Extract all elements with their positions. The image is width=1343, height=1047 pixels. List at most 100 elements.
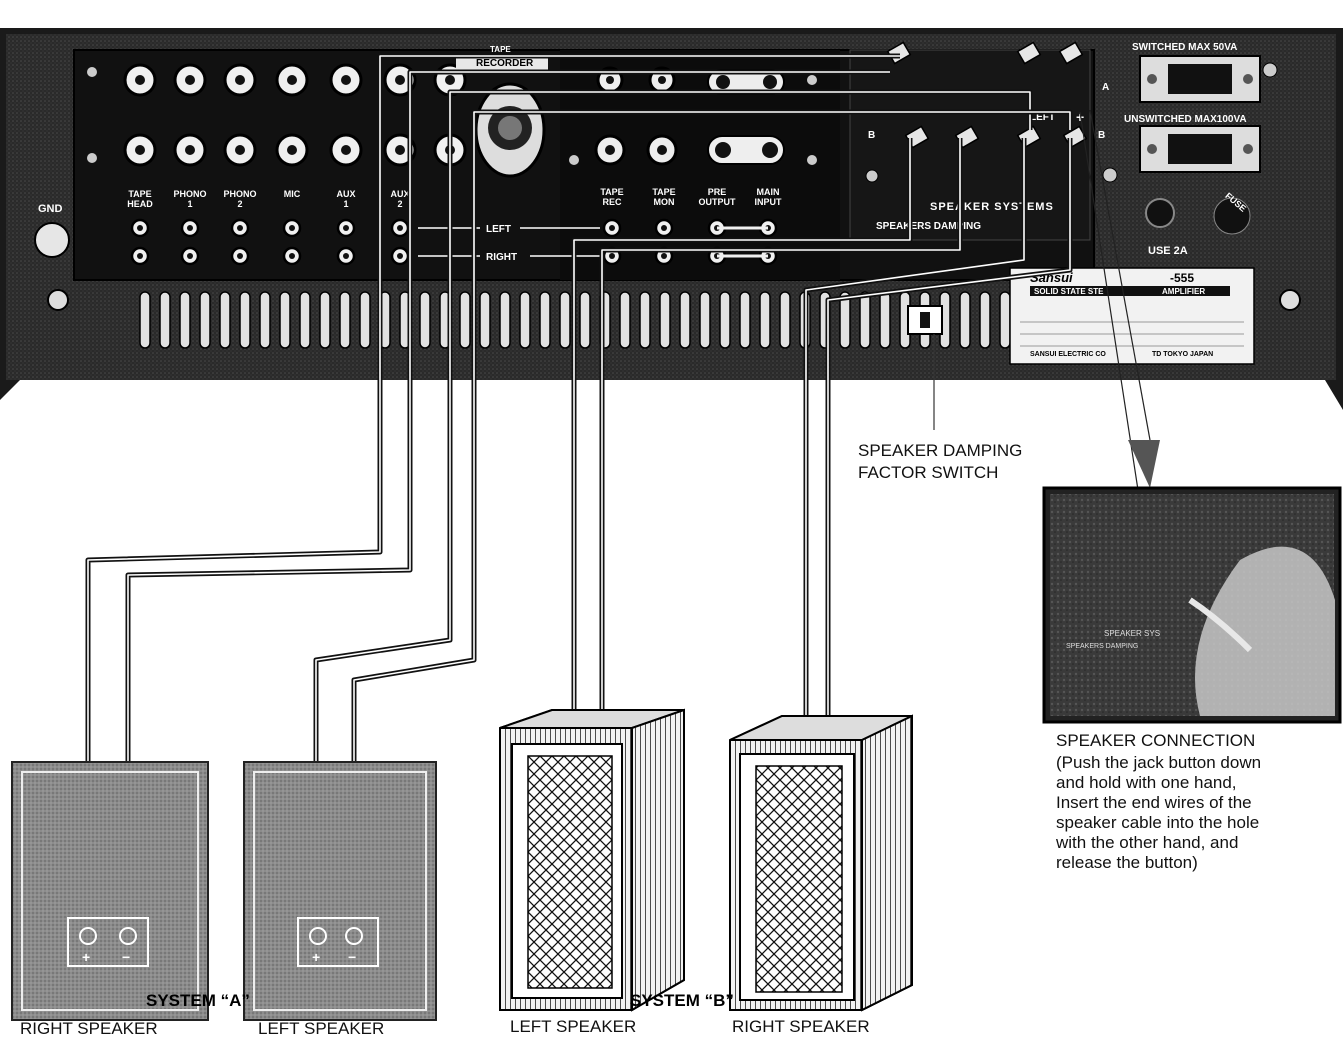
screw-icon [87, 67, 97, 77]
heatsink-fin [199, 291, 211, 349]
heatsink-fin [479, 291, 491, 349]
heatsink-fin [979, 291, 991, 349]
connection-callout-title: SPEAKER CONNECTION [1056, 731, 1256, 750]
input-label: 1 [343, 199, 348, 209]
fuse-holder[interactable] [1145, 198, 1175, 228]
inset-damping-label: SPEAKERS DAMPING [1066, 643, 1138, 650]
connection-instruction-line: with the other hand, and [1056, 833, 1239, 852]
row-label-left: LEFT [486, 224, 511, 235]
heatsink-fin [619, 291, 631, 349]
heatsink-fin [419, 291, 431, 349]
system-b-left-speaker [499, 708, 685, 1012]
heatsink-fin [319, 291, 331, 349]
input-label: AUX [390, 189, 409, 199]
heatsink-fin [699, 291, 711, 349]
rca-jacks-left-row [130, 218, 410, 238]
rca-jacks-right-row [130, 246, 410, 266]
system-a-left-speaker-label: LEFT SPEAKER [258, 1019, 385, 1038]
heatsink-fin [539, 291, 551, 349]
heatsink-fin [839, 291, 851, 349]
terminal-minus [119, 927, 137, 945]
heatsink-fin [659, 291, 671, 349]
input-jacks-top-row [123, 63, 467, 97]
switched-ac-outlet [1139, 55, 1261, 103]
heatsink-fin [779, 291, 791, 349]
model-label-plate [1009, 267, 1255, 365]
heatsink-fin [359, 291, 371, 349]
model-number: -555 [1170, 271, 1194, 285]
terminal-plate [297, 917, 379, 967]
output-label: TAPE [652, 187, 675, 197]
screw-icon [1279, 289, 1301, 311]
terminal-plus [79, 927, 97, 945]
system-b-label: SYSTEM “B” [630, 991, 734, 1010]
input-label: PHONO [173, 189, 206, 199]
heatsink-fin [159, 291, 171, 349]
heatsink-fin [579, 291, 591, 349]
unswitched-ac-outlet [1139, 125, 1261, 173]
input-label: AUX [336, 189, 355, 199]
polarity-plus: + [82, 949, 90, 965]
tape-recorder-label: RECORDER [476, 58, 534, 69]
heatsink-fin [219, 291, 231, 349]
screw-icon [1262, 62, 1278, 78]
heatsink-fin [759, 291, 771, 349]
screw-icon [87, 153, 97, 163]
speakers-damping-label: SPEAKERS DAMPING [876, 221, 981, 232]
speaker-push-terminal[interactable] [1016, 41, 1042, 65]
unswitched-outlet-label: UNSWITCHED MAX100VA [1124, 114, 1247, 125]
input-label: HEAD [127, 199, 153, 209]
connection-instruction-line: speaker cable into the hole [1056, 813, 1260, 832]
heatsink-fin [859, 291, 871, 349]
heatsink-fin [179, 291, 191, 349]
finger-photo [1188, 597, 1253, 653]
heatsink-fin [959, 291, 971, 349]
speaker-systems-label: SPEAKER SYSTEMS [930, 201, 1054, 213]
speaker-push-terminal[interactable] [1058, 41, 1084, 65]
heatsink-fin [459, 291, 471, 349]
polarity-plus: + [312, 949, 320, 965]
system-a-right-speaker [11, 761, 209, 1021]
terminal-label-plus: + [1076, 109, 1084, 125]
terminal-plus [309, 927, 327, 945]
switched-outlet-label: SWITCHED MAX 50VA [1132, 42, 1237, 53]
inset-leader [1089, 109, 1151, 441]
heatsink-fin [299, 291, 311, 349]
speaker-grille [755, 765, 843, 993]
output-label: TAPE [600, 187, 623, 197]
heatsink-fin [999, 291, 1011, 349]
input-label: TAPE [128, 189, 151, 199]
tape-recorder-din-socket[interactable] [474, 82, 546, 178]
connection-instruction-line: release the button) [1056, 853, 1198, 872]
gnd-label: GND [38, 203, 63, 215]
heatsink-fin [339, 291, 351, 349]
heatsink-fin [879, 291, 891, 349]
damping-callout-line-2: FACTOR SWITCH [858, 463, 999, 482]
screw-icon [1102, 167, 1118, 183]
terminal-label-b: B [868, 130, 875, 141]
fuse-knob-icon [1213, 197, 1251, 235]
speaker-connection-callout: SPEAKER CONNECTION (Push the jack button… [1056, 731, 1261, 873]
heatsink-fin [559, 291, 571, 349]
input-label: 2 [237, 199, 242, 209]
connection-instruction-line: and hold with one hand, [1056, 773, 1237, 792]
output-label: MAIN [757, 187, 780, 197]
heatsink-fin [519, 291, 531, 349]
gnd-terminal[interactable] [34, 222, 70, 258]
input-label: PHONO [223, 189, 256, 199]
input-label: MIC [284, 189, 301, 199]
system-b-right-speaker-label: RIGHT SPEAKER [732, 1017, 870, 1036]
system-b-right-speaker [729, 714, 913, 1012]
inset-leader [1079, 111, 1139, 491]
system-b-left-speaker-label: LEFT SPEAKER [510, 1017, 637, 1036]
heatsink-fin [719, 291, 731, 349]
terminal-minus [345, 927, 363, 945]
damping-switch-callout: SPEAKER DAMPING FACTOR SWITCH [858, 440, 1022, 484]
system-a-label: SYSTEM “A” [146, 991, 250, 1010]
heatsink-fin [639, 291, 651, 349]
output-label: REC [602, 197, 622, 207]
screw-icon [47, 289, 69, 311]
